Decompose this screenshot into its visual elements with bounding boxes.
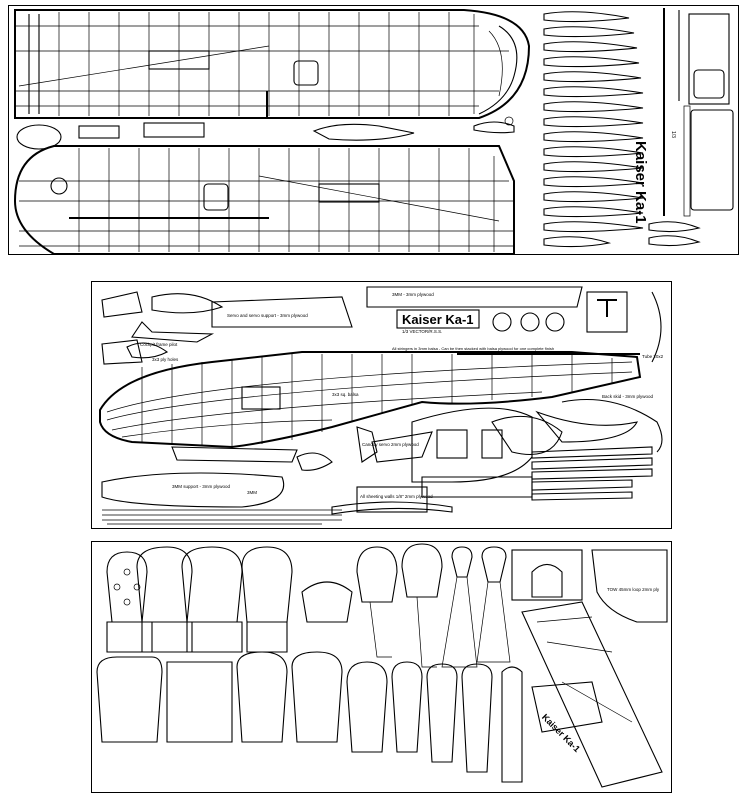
three-mm-label: 3MM — [247, 490, 257, 495]
balsa-square-label: 3x3 sq. balsa — [332, 392, 359, 397]
stringer-note-label: All stringers in 3mm balsa - Can be then… — [392, 346, 555, 351]
plywood-3mm-top-label: 3MM - 3mm plywood — [392, 292, 434, 297]
cockpit-frame-label: Cockpit frame pilot — [140, 342, 178, 347]
fuselage-side-outline — [99, 351, 642, 449]
wing-rib-set — [543, 11, 701, 248]
plywood-3mm-mid-label: 3MM support - 3mm plywood — [172, 484, 231, 489]
wing-plan-sheet: Kaiser Ka-1 1/3 — [8, 5, 739, 255]
ply-holes-label: 3x3 ply holes — [152, 357, 179, 362]
wing-plan-drawing — [13, 8, 734, 254]
scale-label-wing: 1/3 — [670, 131, 676, 138]
wing-upper-ribs — [15, 12, 509, 116]
former-row-lower — [96, 651, 523, 783]
servo-support-label: Servo and servo support - 3mm plywood — [227, 313, 308, 318]
formers-plan-sheet: TOW 45mm loop 2mm ply Kaiser Ka-1 — [91, 541, 672, 793]
former-row-upper — [106, 543, 507, 653]
formers-plan-drawing — [96, 543, 668, 788]
brand-title-vertical: Kaiser Ka-1 — [632, 141, 649, 224]
fuselage-plan-drawing — [99, 286, 663, 525]
fuselage-stringers — [106, 354, 633, 447]
wing-panel-upper — [14, 9, 531, 119]
skid-label: Back skid - 3mm plywood — [602, 394, 654, 399]
brand-subtitle-fuselage: 1/3 VECTOR/R.S.S. — [402, 329, 443, 334]
brand-title-fuselage: Kaiser Ka-1 — [402, 312, 474, 327]
canopy-servo-label: Canopy servo 2mm plywood — [362, 442, 419, 447]
wing-panel-lower — [13, 145, 515, 254]
tube-label: Tube 20x2 — [642, 354, 664, 359]
wing-lower-ribs — [19, 148, 514, 252]
tow-loop-label: TOW 45mm loop 2mm ply — [607, 587, 660, 592]
fuselage-plan-sheet: Kaiser Ka-1 1/3 VECTOR/R.S.S. Cockpit fr… — [91, 281, 672, 529]
sheeting-walls-label: All sheeting walls 1/8" 2mm plywood — [360, 494, 433, 499]
